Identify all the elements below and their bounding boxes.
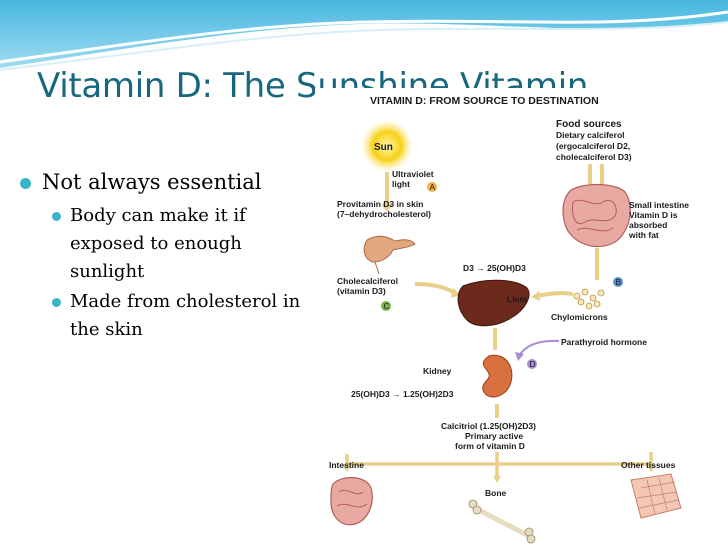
uv-arrowhead <box>381 204 393 212</box>
chylo-arrowhead <box>531 291 540 301</box>
chole-arrow <box>414 282 457 295</box>
badge-b-icon <box>613 277 623 287</box>
subbullet-line: sunlight <box>70 261 145 282</box>
badge-a: A <box>430 182 436 192</box>
uv-label: Ultraviolet <box>392 169 434 179</box>
distribution-arrows <box>345 452 653 478</box>
food-line: Dietary calciferol <box>556 130 625 140</box>
bullet-item: Not always essential <box>20 168 320 196</box>
food-title: Food sources <box>556 119 622 130</box>
figure-canvas: VITAMIN D: FROM SOURCE TO DESTINATION Su… <box>329 95 689 544</box>
figure-heading: VITAMIN D: FROM SOURCE TO DESTINATION <box>370 95 599 107</box>
bone-label: Bone <box>485 488 507 498</box>
sun-icon <box>361 120 413 172</box>
subbullet-line: the skin <box>70 319 143 340</box>
badge-c-icon <box>381 301 391 311</box>
intestine-icon <box>330 477 373 526</box>
food-line: (ergocalciferol D2, <box>556 141 630 151</box>
cholecalciferol-label: Cholecalciferol <box>337 276 398 286</box>
calcitriol-line: form of vitamin D <box>455 441 525 451</box>
subbullet-line: Made from cholesterol in <box>70 291 301 312</box>
badge-a-icon <box>427 182 437 192</box>
intestine-note: with fat <box>628 230 659 240</box>
provitamin-label: (7–dehydrocholesterol) <box>337 209 431 219</box>
pth-arrow <box>518 339 560 357</box>
calcitriol-line: Calcitriol (1.25(OH)2D3) <box>441 421 536 431</box>
uv-label: light <box>392 179 410 189</box>
badge-c: C <box>384 301 390 311</box>
header-wave <box>0 0 728 71</box>
vitamin-d-figure: VITAMIN D: FROM SOURCE TO DESTINATION Su… <box>315 88 728 546</box>
calcitriol-line: Primary active <box>465 431 523 441</box>
intestine-note: absorbed <box>629 220 667 230</box>
food-line: cholecalciferol D3) <box>556 152 632 162</box>
distribution-arrowheads <box>343 465 655 483</box>
badge-d: D <box>530 359 536 369</box>
food-arrow <box>588 164 604 186</box>
subbullet-line: exposed to enough <box>70 233 242 254</box>
liver-icon <box>457 279 530 327</box>
chylomicrons-icon <box>573 288 605 310</box>
kidney-label: Kidney <box>423 366 452 376</box>
badge-b: B <box>616 277 622 287</box>
chylomicrons-label: Chylomicrons <box>551 312 608 322</box>
kidney-conversion-label: 25(OH)D3 → 1.25(OH)2D3 <box>351 389 454 399</box>
hand-icon <box>363 235 416 275</box>
subbullet-dot-icon <box>52 298 61 307</box>
other-tissues-label: Other tissues <box>621 460 676 470</box>
provitamin-label: Provitamin D3 in skin <box>337 199 423 209</box>
intestine-note: Vitamin D is <box>629 210 678 220</box>
intestine-note: Small intestine <box>629 200 689 210</box>
subbullet-dot-icon <box>52 212 61 221</box>
kidney-icon <box>482 354 513 398</box>
conversion-label: D3 → 25(OH)D3 <box>463 263 526 273</box>
pth-arrowhead <box>515 352 524 361</box>
bone-icon <box>468 499 536 544</box>
bullet-dot-icon <box>20 178 31 189</box>
subbullet-item: Body can make it if exposed to enough su… <box>50 202 320 286</box>
pth-label: Parathyroid hormone <box>561 337 647 347</box>
subbullet-list: Body can make it if exposed to enough su… <box>20 202 320 344</box>
tissue-icon <box>630 473 682 519</box>
small-intestine-icon <box>562 183 631 248</box>
liver-label: Liver <box>507 294 528 304</box>
chylo-arrow <box>536 291 574 298</box>
subbullet-item: Made from cholesterol in the skin <box>50 288 320 344</box>
sun-label: Sun <box>374 142 393 153</box>
bullet-text: Not always essential <box>42 170 262 194</box>
cholecalciferol-label: (vitamin D3) <box>337 286 386 296</box>
badge-d-icon <box>527 359 537 369</box>
bullet-list: Not always essential Body can make it if… <box>20 168 320 346</box>
intestine-label: Intestine <box>329 460 364 470</box>
subbullet-line: Body can make it if <box>70 205 246 226</box>
